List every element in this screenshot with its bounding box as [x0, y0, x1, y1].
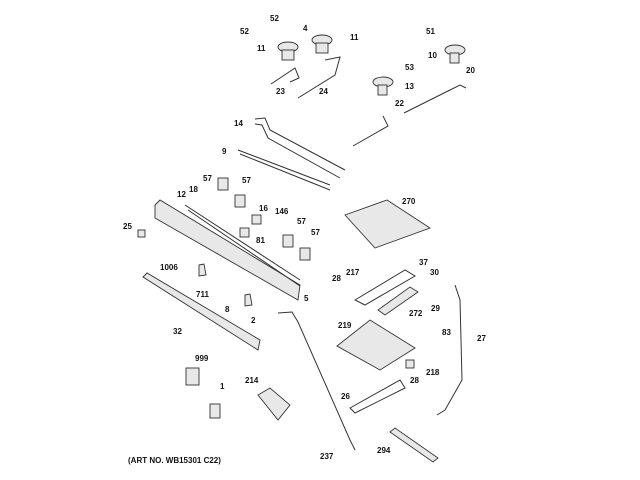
panel-5 — [154, 199, 301, 301]
part-label: 57 — [297, 217, 306, 226]
valve-57c — [282, 234, 294, 248]
part-label: 219 — [338, 321, 352, 330]
knob-2 — [244, 293, 253, 307]
part-label: 13 — [405, 82, 414, 91]
part-labels: 52 52 4 11 11 23 24 51 10 53 13 20 22 14… — [123, 14, 486, 461]
part-label: 217 — [346, 268, 360, 277]
valve-57d — [299, 247, 311, 261]
valve-right — [311, 34, 333, 54]
part-label: 146 — [275, 207, 289, 216]
part-label: 10 — [428, 51, 437, 60]
tube-23 — [270, 67, 300, 85]
part-294 — [389, 427, 439, 463]
part-label: 1 — [220, 382, 225, 391]
part-label: 11 — [257, 44, 266, 53]
part-label: 26 — [341, 392, 350, 401]
tube-22 — [352, 115, 389, 147]
label-81 — [239, 227, 250, 238]
part-label: 23 — [276, 87, 285, 96]
bracket-9 — [237, 149, 331, 191]
part-label: 1006 — [160, 263, 178, 272]
part-label: 53 — [405, 63, 414, 72]
manifold-14 — [254, 117, 346, 179]
part-label: 28 — [410, 376, 419, 385]
part-label: 22 — [395, 99, 404, 108]
shield-270 — [344, 199, 432, 249]
tube-24 — [297, 56, 341, 99]
part-label: 30 — [430, 268, 439, 277]
part-label: 83 — [442, 328, 451, 337]
valve-10 — [444, 44, 466, 64]
clip-25 — [137, 229, 146, 238]
part-label: 18 — [189, 185, 198, 194]
part-label: 5 — [304, 294, 309, 303]
part-label: 20 — [466, 66, 475, 75]
part-label: 32 — [173, 327, 182, 336]
shield-219 — [336, 319, 416, 371]
part-label: 14 — [234, 119, 243, 128]
manual-999 — [185, 367, 200, 386]
valve-13 — [372, 76, 394, 96]
part-label: 711 — [196, 290, 209, 299]
valve-left — [277, 41, 299, 61]
part-label: 294 — [377, 446, 391, 455]
part-label: 16 — [259, 204, 268, 213]
tube-237 — [277, 311, 356, 451]
tube-20 — [403, 84, 467, 114]
part-label: 214 — [245, 376, 259, 385]
part-label: 29 — [431, 304, 440, 313]
manifold-12 — [184, 204, 301, 287]
part-label: 28 — [332, 274, 341, 283]
part-label: 12 — [177, 190, 186, 199]
part-label: 999 — [195, 354, 209, 363]
part-label: 270 — [402, 197, 416, 206]
part-1 — [209, 403, 221, 419]
burner-272 — [377, 286, 419, 316]
part-label: 237 — [320, 452, 334, 461]
part-label: 57 — [242, 176, 251, 185]
part-label: 8 — [225, 305, 230, 314]
bracket-26 — [349, 379, 406, 414]
art-number-caption: (ART NO. WB15301 C22) — [128, 456, 221, 465]
part-label: 81 — [256, 236, 265, 245]
switch-16 — [251, 214, 262, 225]
regulator-214 — [257, 387, 291, 421]
part-label: 11 — [350, 33, 359, 42]
part-label: 272 — [409, 309, 423, 318]
part-label: 2 — [251, 316, 256, 325]
part-label: 25 — [123, 222, 132, 231]
valve-57b — [234, 194, 246, 208]
part-label: 218 — [426, 368, 440, 377]
valve-57a — [217, 177, 229, 191]
part-label: 57 — [311, 228, 320, 237]
trim-32 — [142, 272, 261, 351]
part-label: 9 — [222, 147, 227, 156]
part-label: 24 — [319, 87, 328, 96]
part-label: 27 — [477, 334, 486, 343]
part-label: 52 — [270, 14, 279, 23]
part-label: 37 — [419, 258, 428, 267]
tube-27 — [436, 284, 463, 416]
part-label: 4 — [303, 24, 308, 33]
part-label: 57 — [203, 174, 212, 183]
bracket-217 — [353, 269, 416, 306]
knob-711 — [198, 263, 207, 277]
part-label: 52 — [240, 27, 249, 36]
part-label: 51 — [426, 27, 435, 36]
igniter-218 — [405, 359, 415, 369]
